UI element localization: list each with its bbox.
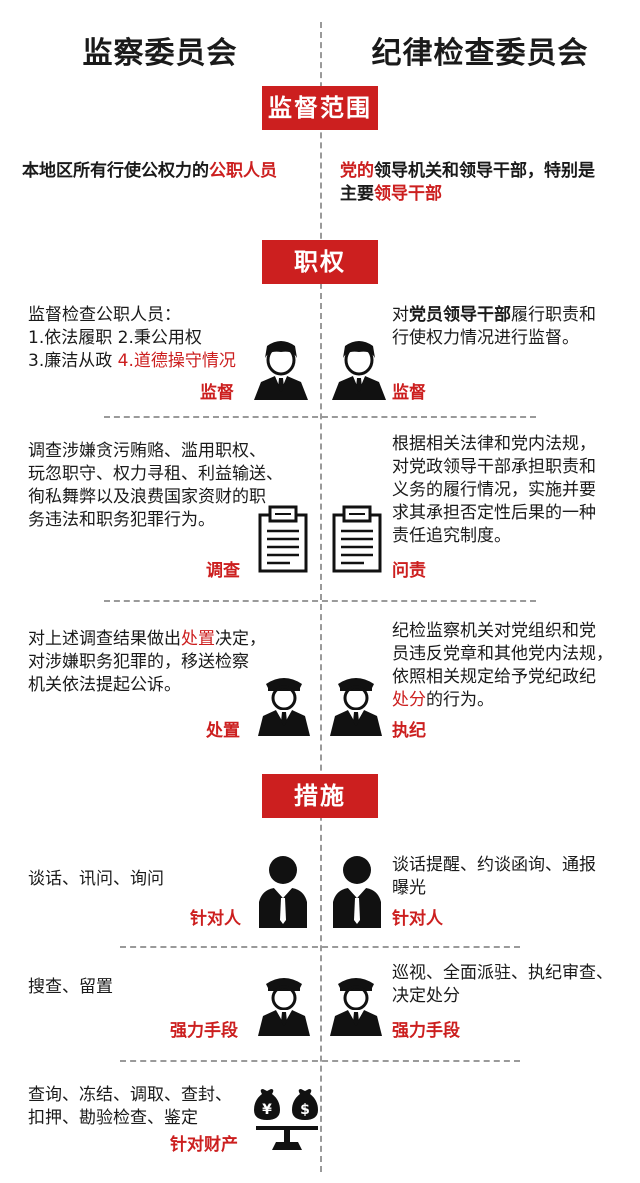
discipline-right-text: 纪检监察机关对党组织和党 员违反党章和其他党内法规， 依照相关规定给予党纪政纪 … — [392, 620, 632, 712]
supervise-right-text: 对党员领导干部履行职责和 行使权力情况进行监督。 — [392, 304, 632, 350]
supervise-left-line-1: 监督检查公职人员： — [28, 305, 181, 325]
row-divider — [120, 946, 520, 948]
svg-text:$: $ — [300, 1102, 310, 1118]
right-column-title: 纪律检查委员会 — [371, 36, 589, 71]
accountability-right-line-2: 对党政领导干部承担职责和 — [392, 457, 596, 477]
document-icon — [332, 505, 382, 573]
dispose-left-line-3: 机关依法提起公诉。 — [28, 675, 181, 695]
scope-right-highlight-party: 党的 — [340, 161, 374, 181]
discipline-right-label: 执纪 — [392, 721, 426, 741]
investigate-left-line-3: 徇私舞弊以及浪费国家资财的职 — [28, 487, 266, 507]
scope-right-line-2-text: 主要 — [340, 184, 374, 204]
officer-icon — [258, 678, 310, 736]
scope-left-highlight: 公职人员 — [209, 161, 277, 181]
supervise-left-line-3: 3.廉洁从政 4.道德操守情况 — [28, 350, 313, 373]
section-banner-powers: 职权 — [262, 240, 378, 284]
discipline-right-line-4: 处分的行为。 — [392, 689, 632, 712]
discipline-right-highlight: 处分 — [392, 690, 426, 710]
row-divider — [104, 416, 536, 418]
supervise-left-line-2: 1.依法履职 2.秉公用权 — [28, 328, 202, 348]
supervise-left-line-3-text: 3.廉洁从政 — [28, 351, 118, 371]
supervise-right-line-2: 行使权力情况进行监督。 — [392, 328, 579, 348]
discipline-right-line-2: 员违反党章和其他党内法规， — [392, 644, 613, 664]
property-left-line-1: 查询、冻结、调取、查封、 — [28, 1085, 232, 1105]
accountability-right-label: 问责 — [392, 561, 426, 581]
money-scale-icon: ¥ $ — [254, 1089, 318, 1150]
supervise-left-highlight: 4.道德操守情况 — [117, 351, 236, 371]
scope-right-line-2: 主要领导干部 — [340, 183, 630, 206]
businessman-icon — [332, 341, 386, 400]
property-left-line-2: 扣押、勘验检查、鉴定 — [28, 1108, 198, 1128]
people-right-text: 谈话提醒、约谈函询、通报 曝光 — [392, 854, 632, 900]
scope-left-part-a: 本地区所有行使公权力的 — [22, 161, 209, 181]
dispose-left-line-1-a: 对上述调查结果做出 — [28, 629, 181, 649]
people-left-text: 谈话、讯问、询问 — [28, 869, 164, 889]
dispose-left-line-2: 对涉嫌职务犯罪的，移送检察 — [28, 652, 249, 672]
discipline-right-line-1: 纪检监察机关对党组织和党 — [392, 621, 596, 641]
accountability-right-line-4: 求其承担否定性后果的一种 — [392, 503, 596, 523]
investigate-left-line-1: 调查涉嫌贪污贿赂、滥用职权、 — [28, 441, 266, 461]
supervise-right-highlight: 党员领导干部 — [409, 305, 511, 325]
investigate-left-label: 调查 — [206, 561, 240, 581]
investigate-left-line-4: 务违法和职务犯罪行为。 — [28, 510, 215, 530]
force-right-label: 强力手段 — [392, 1021, 460, 1041]
supervise-left-label: 监督 — [200, 383, 234, 403]
dispose-left-line-1: 对上述调查结果做出处置决定， — [28, 628, 313, 651]
row-divider — [120, 1060, 520, 1062]
supervise-right-line-1-c: 履行职责和 — [511, 305, 596, 325]
businessman-icon — [254, 341, 308, 400]
accountability-right-text: 根据相关法律和党内法规， 对党政领导干部承担职责和 义务的履行情况，实施并要 求… — [392, 433, 632, 548]
dispose-left-label: 处置 — [206, 721, 240, 741]
scope-right-highlight-leaders: 领导干部 — [374, 184, 442, 204]
supervise-left-text: 监督检查公职人员： 1.依法履职 2.秉公用权 3.廉洁从政 4.道德操守情况 — [28, 304, 313, 373]
people-right-line-2: 曝光 — [392, 878, 426, 898]
officer-icon — [330, 678, 382, 736]
force-right-line-2: 决定处分 — [392, 986, 460, 1006]
scope-left-text: 本地区所有行使公权力的公职人员 — [22, 160, 312, 183]
section-banner-scope: 监督范围 — [262, 86, 378, 130]
force-right-text: 巡视、全面派驻、执纪审查、 决定处分 — [392, 962, 637, 1008]
person-icon — [259, 856, 307, 928]
investigate-left-line-2: 玩忽职守、权力寻租、利益输送、 — [28, 464, 283, 484]
people-right-label: 针对人 — [392, 909, 443, 929]
force-right-line-1: 巡视、全面派驻、执纪审查、 — [392, 963, 613, 983]
dispose-left-text: 对上述调查结果做出处置决定， 对涉嫌职务犯罪的，移送检察 机关依法提起公诉。 — [28, 628, 313, 697]
person-icon — [333, 856, 381, 928]
people-left-label: 针对人 — [190, 909, 241, 929]
svg-text:¥: ¥ — [262, 1102, 272, 1118]
property-left-label: 针对财产 — [170, 1135, 238, 1155]
supervise-right-label: 监督 — [392, 383, 426, 403]
accountability-right-line-1: 根据相关法律和党内法规， — [392, 434, 596, 454]
scope-right-line-1-text: 领导机关和领导干部，特别是 — [374, 161, 595, 181]
force-left-label: 强力手段 — [170, 1021, 238, 1041]
people-right-line-1: 谈话提醒、约谈函询、通报 — [392, 855, 596, 875]
force-left-text: 搜查、留置 — [28, 977, 113, 997]
scope-right-text: 党的领导机关和领导干部，特别是 主要领导干部 — [340, 160, 630, 206]
document-icon — [258, 505, 308, 573]
supervise-right-line-1: 对党员领导干部履行职责和 — [392, 304, 632, 327]
row-divider — [104, 600, 536, 602]
center-divider — [320, 22, 322, 1172]
supervise-right-line-1-a: 对 — [392, 305, 409, 325]
dispose-left-highlight: 处置 — [181, 629, 215, 649]
investigate-left-text: 调查涉嫌贪污贿赂、滥用职权、 玩忽职守、权力寻租、利益输送、 徇私舞弊以及浪费国… — [28, 440, 313, 532]
dispose-left-line-1-c: 决定， — [215, 629, 266, 649]
scope-right-line-1: 党的领导机关和领导干部，特别是 — [340, 160, 630, 183]
officer-icon — [330, 978, 382, 1036]
discipline-right-line-4-b: 的行为。 — [426, 690, 494, 710]
discipline-right-line-3: 依照相关规定给予党纪政纪 — [392, 667, 596, 687]
section-banner-measures: 措施 — [262, 774, 378, 818]
left-column-title: 监察委员会 — [82, 36, 238, 71]
officer-icon — [258, 978, 310, 1036]
accountability-right-line-5: 责任追究制度。 — [392, 526, 511, 546]
property-left-text: 查询、冻结、调取、查封、 扣押、勘验检查、鉴定 — [28, 1084, 268, 1130]
accountability-right-line-3: 义务的履行情况，实施并要 — [392, 480, 596, 500]
